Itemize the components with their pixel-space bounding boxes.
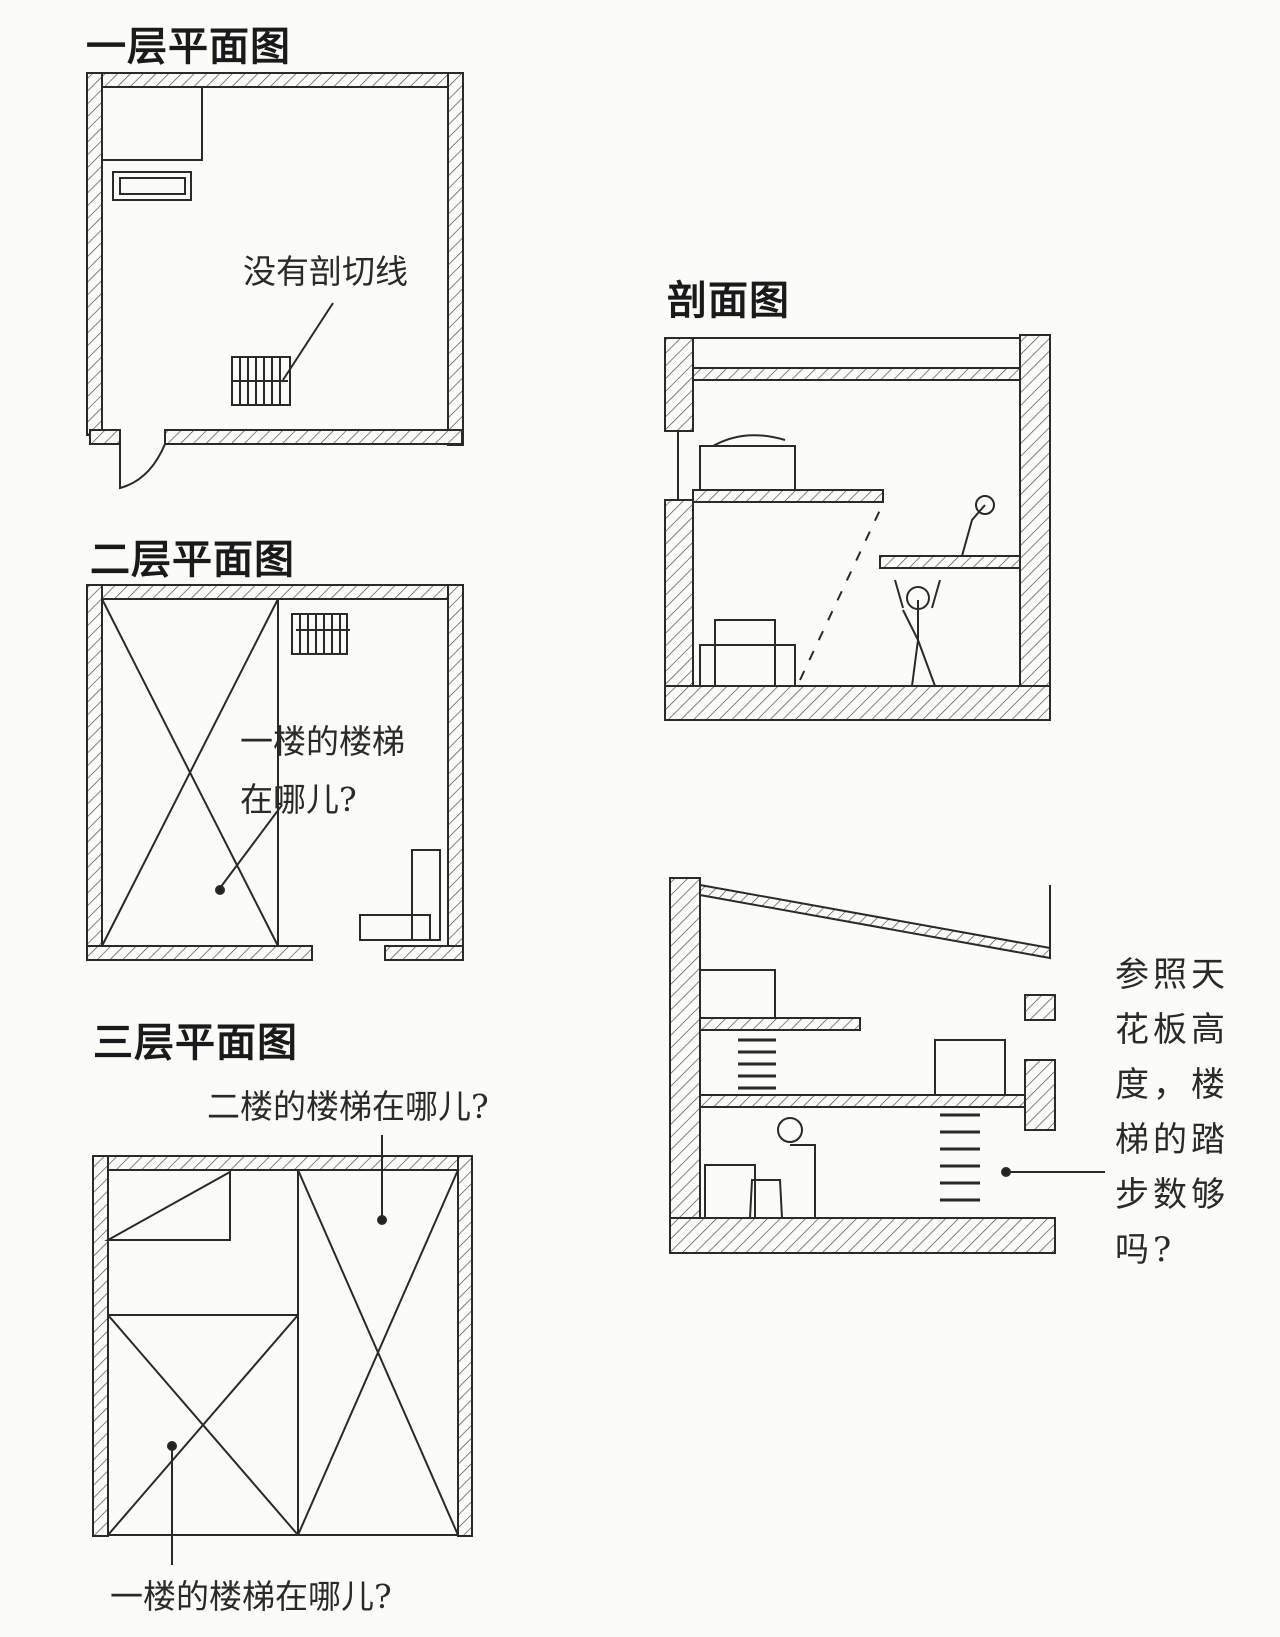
section2-note-line: 度，楼 <box>1115 1065 1229 1105</box>
floor3-bottom-note: 一楼的楼梯在哪儿? <box>110 1577 392 1616</box>
floor1-wall-bottom-left <box>89 429 121 445</box>
floor3-void-cross-b <box>297 1169 459 1536</box>
floor3-plan <box>92 1135 473 1565</box>
section2-beam-upper <box>1024 994 1056 1021</box>
section1-standing-person <box>894 579 941 687</box>
floor2-sofa-back <box>411 849 441 941</box>
floor2-note-line1: 一楼的楼梯 <box>240 722 405 761</box>
floor3-wall-left <box>92 1155 109 1537</box>
floor1-room-box <box>101 86 203 161</box>
floor1-wall-top <box>86 72 463 88</box>
section2-note: 参照天 花板高 度，楼 梯的踏 步数够 吗? <box>1115 948 1229 1278</box>
section2-note-line: 花板高 <box>1115 1010 1229 1050</box>
section1-sleeping-person <box>712 434 786 447</box>
floor3-wall-top <box>92 1155 472 1171</box>
floor2-wall-right <box>447 584 464 961</box>
floor2-stair <box>291 613 348 655</box>
section2-bed <box>934 1039 1006 1096</box>
section2-desk <box>704 1164 756 1219</box>
section1-armchair-seat <box>699 644 796 687</box>
floor1-leader-line <box>282 302 334 381</box>
floor1-wall-bottom-right <box>164 429 463 445</box>
section2-note-line: 吗? <box>1115 1230 1176 1270</box>
floor2-plan <box>86 584 464 961</box>
floor1-sofa <box>112 171 192 201</box>
floor1-door-swing <box>119 443 166 490</box>
floor2-heading: 二层平面图 <box>90 537 295 583</box>
section1-drawing <box>664 334 1051 721</box>
section1-wall-left-upper <box>664 337 694 432</box>
section2-leader-dot <box>1001 1167 1011 1177</box>
section1-seated-person <box>961 504 986 557</box>
floor1-plan <box>86 72 464 490</box>
floor3-lower-cross-b <box>107 1314 299 1536</box>
floor2-leader-dot <box>215 885 225 895</box>
floor1-wall-right <box>447 72 464 446</box>
floor2-note-line2: 在哪儿? <box>240 780 357 819</box>
section2-ground-slab <box>669 1217 1056 1254</box>
section2-stair-lower <box>940 1113 980 1202</box>
floor2-void-cross-b <box>101 598 279 947</box>
section1-ground-slab <box>664 685 1051 721</box>
floor2-wall-top <box>86 584 463 600</box>
floor2-wall-left <box>86 584 103 961</box>
section1-seated-person-head <box>975 495 995 515</box>
floor1-wall-left <box>86 72 103 436</box>
floor3-top-note: 二楼的楼梯在哪儿? <box>207 1087 489 1126</box>
floor1-sofa-inner <box>119 177 186 195</box>
section2-seated-person <box>749 1144 816 1219</box>
floor2-sofa-base <box>359 914 431 941</box>
section1-person-head <box>906 586 930 610</box>
floor1-heading: 一层平面图 <box>86 24 291 70</box>
section1-armchair <box>714 619 776 687</box>
section2-note-line: 参照天 <box>1115 955 1229 995</box>
section2-shelf <box>699 969 776 1019</box>
floor3-leader-bottom-dot <box>167 1441 177 1451</box>
section2-upper-floor <box>699 1017 861 1031</box>
floor2-leader-line <box>219 804 283 889</box>
section2-stair-upper <box>738 1038 776 1090</box>
section1-stair <box>799 509 881 681</box>
floor2-wall-bottom-left <box>86 945 313 961</box>
floor3-leader-top-dot <box>377 1215 387 1225</box>
section1-wall-right <box>1019 334 1051 721</box>
floor3-bath-corner <box>104 1170 231 1241</box>
floor1-no-cut-line-note: 没有剖切线 <box>243 252 408 291</box>
floor2-wall-bottom-right <box>384 945 464 961</box>
section2-note-line: 步数够 <box>1115 1175 1229 1215</box>
section2-beam-lower <box>1024 1059 1056 1131</box>
floor3-heading: 三层平面图 <box>93 1020 298 1066</box>
section2-mid-floor <box>699 1094 1051 1108</box>
section1-upper-floor <box>692 489 884 503</box>
section1-mezzanine <box>879 555 1021 569</box>
section-heading: 剖面图 <box>667 278 790 324</box>
section2-seated-person-head <box>777 1117 803 1143</box>
section2-drawing <box>669 877 1105 1254</box>
floor2-stair-treads <box>299 614 341 654</box>
section1-bed <box>699 445 796 491</box>
section1-roof-slab <box>692 367 1021 381</box>
section2-wall-left <box>669 877 701 1254</box>
section2-sloped-roof <box>699 883 1051 960</box>
floor3-wall-right <box>457 1155 473 1537</box>
section2-note-line: 梯的踏 <box>1115 1120 1229 1160</box>
